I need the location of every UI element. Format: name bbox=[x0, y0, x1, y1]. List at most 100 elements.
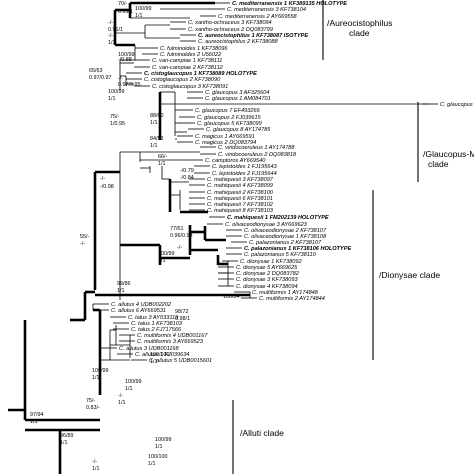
support-value: 75/- bbox=[110, 114, 119, 120]
taxon-label: C. olivaceodionysae 1 KF738108 bbox=[244, 234, 327, 240]
support-value: 1/1 bbox=[92, 466, 100, 472]
taxon-label: C. allutus 3 UDB001168 bbox=[119, 346, 179, 352]
taxon-label: C. glaucopus 6 DQ179120 bbox=[440, 102, 474, 108]
clade-label: /Dionysae clade bbox=[379, 270, 440, 280]
support-value: 0.97/0.97 bbox=[89, 75, 111, 81]
taxon-label: C. olivaceodionysae 3 AY669623 bbox=[225, 222, 308, 228]
support-value: 100/100 bbox=[150, 352, 170, 358]
taxon-label: C. palazonianus 5 KF738110 bbox=[244, 252, 317, 258]
support-value: 1/1 bbox=[148, 461, 156, 467]
support-value: 1/0.95 bbox=[110, 121, 125, 127]
support-value: 66/- bbox=[158, 154, 167, 160]
taxon-label: C. allutus 1 FJ039634 bbox=[135, 352, 189, 358]
support-value: -/- bbox=[118, 393, 123, 399]
support-value: 100/99 bbox=[108, 89, 125, 95]
taxon-label: C. olivaceodionysae 2 KF738107 bbox=[244, 228, 327, 234]
support-value: 1/1 bbox=[158, 161, 166, 167]
taxon-label: C. viridocoeruleus 1 AY174788 bbox=[218, 145, 295, 151]
taxon-label: C. aureocistophilus 1 KF738087 ISOTYPE bbox=[198, 33, 308, 39]
taxon-label: C. multiformis 4 UDB001167 bbox=[137, 333, 208, 339]
taxon-label: C. magicus 2 DQ083794 bbox=[195, 140, 256, 146]
support-value: 100/99 bbox=[135, 6, 152, 12]
clade-label: /Glaucopus-Magicus bbox=[423, 149, 474, 159]
taxon-label: C. fulminoides 2 U56022 bbox=[160, 52, 222, 58]
support-value: 97/94 bbox=[30, 412, 44, 418]
support-value: -/- bbox=[108, 20, 113, 26]
taxon-label: C. multiformis 1 AY174848 bbox=[252, 290, 319, 296]
support-value: 100/84 bbox=[223, 294, 240, 300]
taxon-label: C. mahiquesii 8 KF738103 bbox=[207, 208, 274, 214]
support-value: 100/99 bbox=[155, 437, 172, 443]
support-value: 100/99 bbox=[92, 368, 109, 374]
taxon-label: C. talus 2 FJ717566 bbox=[131, 327, 182, 333]
support-value: 1/1 bbox=[155, 444, 163, 450]
taxon-label: C. multiformis 3 AY669523 bbox=[137, 339, 204, 345]
support-value: 1/1 bbox=[135, 13, 143, 19]
taxon-label: C. glaucopus 3 AF325604 bbox=[205, 90, 269, 96]
support-value: 84/52 bbox=[150, 136, 164, 142]
taxon-label: C. camptoros AY669540 bbox=[205, 158, 266, 164]
taxon-label: C. mediterranensis 2 AY669558 bbox=[218, 14, 298, 20]
support-value: 100/99 bbox=[158, 251, 175, 257]
support-value: 77/61 bbox=[170, 226, 184, 232]
support-value: 55/- bbox=[80, 234, 89, 240]
taxon-label: C. palazonianus 1 KF738106 HOLOTYPE bbox=[244, 246, 352, 252]
clade-label: /Alluti clade bbox=[240, 428, 284, 438]
support-value: -/0.84 bbox=[180, 175, 194, 181]
taxon-label: C. cistoglaucopus 2 KF738090 bbox=[144, 77, 221, 83]
taxon-label: C. allutus 6 AY669531 bbox=[111, 308, 166, 314]
taxon-label: C. dionysae 4 KF738094 bbox=[236, 284, 298, 290]
support-value: 0.98/1 bbox=[175, 316, 190, 322]
support-value: 1/1 bbox=[30, 419, 38, 425]
support-value: 96/89 bbox=[60, 433, 74, 439]
support-value: 0.97/0.95 bbox=[118, 82, 140, 88]
taxon-label: C. mediterranensis 1 KF389135 HOLOTYPE bbox=[232, 1, 347, 7]
support-value: 70/- bbox=[118, 1, 127, 7]
taxon-label: C. cistoglaucopus 3 KF738091 bbox=[152, 84, 228, 90]
taxon-label: C. xantho-ochraceus 2 DQ083799 bbox=[188, 27, 273, 33]
support-value: 1/1 bbox=[92, 375, 100, 381]
support-value: 88/60 bbox=[150, 113, 164, 119]
taxon-label: C. mahiquesii 7 KF738102 bbox=[207, 202, 274, 208]
taxon-label: C. mahiquesii 6 KF738101 bbox=[207, 196, 273, 202]
taxon-label: C. van-campiae 2 KF738112 bbox=[152, 65, 224, 71]
taxon-label: C. dionysae 1 KF738092 bbox=[240, 259, 302, 265]
taxon-label: C. dionysae 2 DQ083782 bbox=[236, 271, 300, 277]
taxon-label: C. allutus 5 UDB0015601 bbox=[149, 358, 212, 364]
clade-label-line2: clade bbox=[428, 159, 449, 169]
support-value: 1/1 bbox=[108, 40, 116, 46]
support-value: 0.91/1 bbox=[118, 9, 133, 15]
support-value: 1/1 bbox=[108, 96, 116, 102]
support-value: 100/100 bbox=[148, 454, 168, 460]
support-value: 1/1 bbox=[150, 359, 158, 365]
taxon-label: C. lepistoides 2 FJ195644 bbox=[212, 171, 277, 177]
support-value: -/- bbox=[100, 176, 105, 182]
taxon-label: C. glaucopus 7 EF493266 bbox=[195, 108, 261, 114]
taxon-label: C. viridocoeruleus 2 DQ083818 bbox=[218, 152, 297, 158]
support-value: -/0.88 bbox=[118, 57, 132, 63]
support-value: 1/1 bbox=[117, 288, 125, 294]
support-value: -/- bbox=[108, 33, 113, 39]
support-value: 100/99 bbox=[125, 379, 142, 385]
support-value: 0.83/- bbox=[86, 405, 100, 411]
taxon-label: C. talus 1 KF738103 bbox=[131, 321, 183, 327]
clade-brackets: /Aureocistophilusclade/Glaucopus-Magicus… bbox=[232, 0, 474, 474]
taxon-label: C. cistoglaucopus 1 KF738089 HOLOTYPE bbox=[144, 71, 257, 77]
taxon-label: C. mediterranensis 3 KF738104 bbox=[227, 7, 306, 13]
taxon-label: C. mahiquesii 4 KF738099 bbox=[207, 183, 273, 189]
taxon-label: C. mahiquesii 1 FM202139 HOLOTYPE bbox=[227, 215, 329, 221]
support-value: -/- bbox=[118, 76, 123, 82]
taxon-label: C. allutus 4 UDB002202 bbox=[111, 302, 172, 308]
support-value: 0.96/0.98 bbox=[170, 233, 192, 239]
support-value: 65/63 bbox=[89, 68, 103, 74]
support-value: -/- bbox=[80, 241, 85, 247]
support-value: -/- bbox=[177, 245, 182, 251]
support-value: 1/1 bbox=[125, 386, 133, 392]
support-value: -/0.98 bbox=[100, 184, 114, 190]
support-value: -/0.79 bbox=[180, 168, 194, 174]
taxon-label: C. xantho-ochraceus 3 KF738094 bbox=[188, 20, 272, 26]
support-value: 99/86 bbox=[117, 281, 131, 287]
taxon-label: C. dionysae 3 KF738093 bbox=[236, 277, 298, 283]
